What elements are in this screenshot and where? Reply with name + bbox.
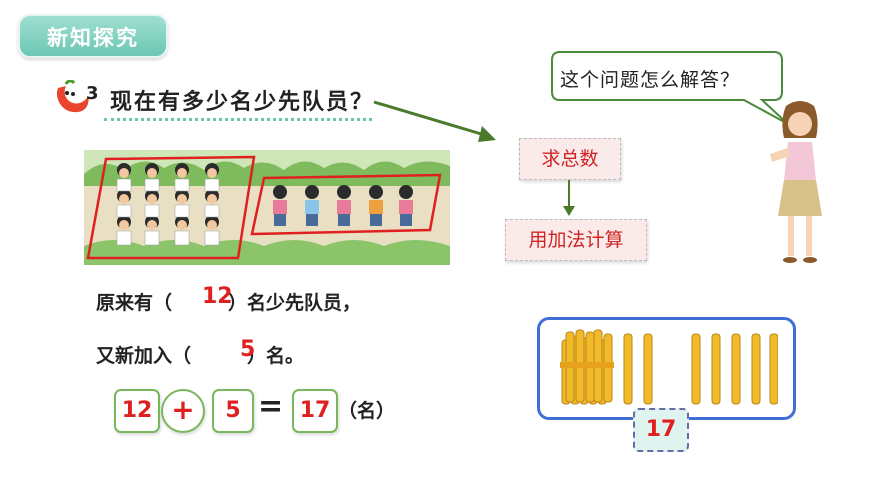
sticks-total: 17 (633, 408, 689, 452)
speech-bubble (551, 51, 789, 125)
equation-result: 17 (292, 389, 338, 433)
step-use-addition: 用加法计算 (505, 219, 647, 261)
statement-original: 原来有（ ）名少先队员， (96, 288, 361, 315)
equation-addend-a: 12 (114, 389, 160, 433)
statement-added-prefix: 又新加入（ (96, 345, 192, 367)
equation-addend-b: 5 (212, 389, 254, 433)
pioneers-illustration (84, 150, 450, 265)
question-underline (104, 118, 372, 121)
statement-original-value: 12 (202, 284, 233, 309)
equation-operator: + (161, 389, 205, 433)
statement-added-suffix: ）名。 (247, 345, 305, 367)
counting-sticks-icon (560, 329, 778, 405)
section-header-title: 新知探究 (47, 26, 139, 50)
question-number: 3 (86, 83, 99, 104)
step-find-total: 求总数 (519, 138, 621, 180)
chili-mascot-icon (56, 80, 89, 113)
counting-sticks-frame (537, 317, 796, 420)
statement-added: 又新加入（ ）名。 (96, 341, 304, 368)
speech-bubble-text: 这个问题怎么解答？ (560, 69, 741, 91)
statement-added-value: 5 (240, 337, 256, 362)
equation-unit: （名） (338, 400, 396, 422)
statement-original-prefix: 原来有（ (96, 292, 173, 314)
equation-equals: = (258, 389, 284, 424)
arrow-down-icon (563, 180, 575, 216)
teacher-illustration (770, 101, 822, 263)
arrow-to-steps-icon (373, 100, 496, 142)
statement-original-suffix: ）名少先队员， (228, 292, 362, 314)
question-text: 现在有多少名少先队员？ (110, 90, 375, 115)
section-header: 新知探究 (18, 14, 168, 58)
